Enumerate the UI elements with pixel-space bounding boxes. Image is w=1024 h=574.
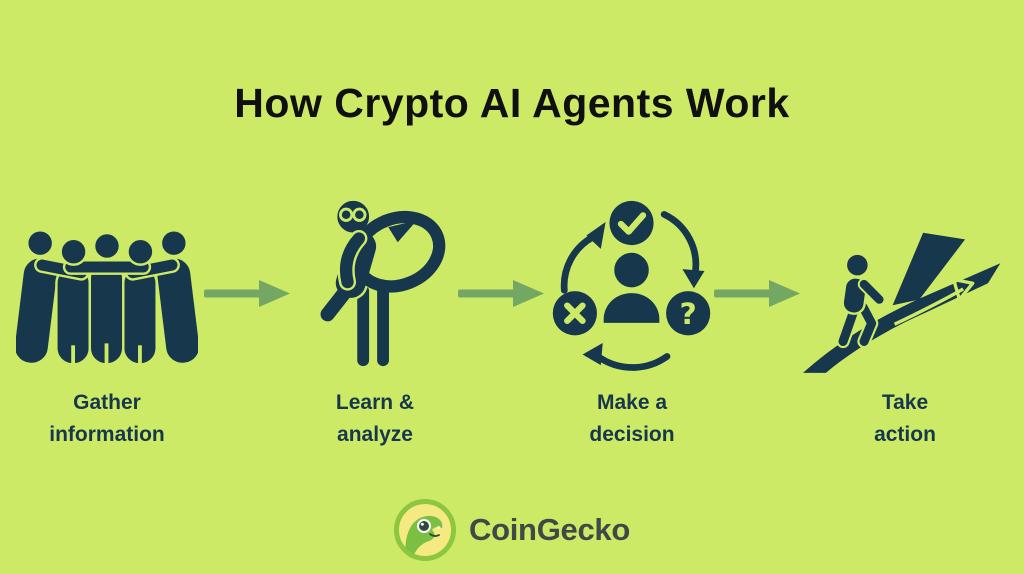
x-circle <box>552 291 597 336</box>
step-label: Make a decision <box>589 391 675 446</box>
question-circle <box>666 291 711 336</box>
decision-cycle-icon: ? <box>552 200 711 371</box>
right-arrow-icon <box>714 280 800 307</box>
magnifying-glass-person-icon <box>320 198 446 369</box>
person-silhouette <box>614 252 649 288</box>
step-label: Take action <box>874 391 936 446</box>
step-label: Learn & analyze <box>335 391 415 446</box>
svg-text:?: ? <box>680 297 697 332</box>
brand-footer: CoinGecko <box>394 499 630 561</box>
rising-path-arrow-icon <box>802 232 1000 373</box>
right-arrow-icon <box>458 280 544 307</box>
coingecko-gecko-logo <box>394 499 457 561</box>
page-title: How Crypto AI Agents Work <box>234 80 790 126</box>
group-people-icon <box>16 229 198 366</box>
brand-name: CoinGecko <box>469 512 630 547</box>
right-arrow-icon <box>204 280 290 307</box>
check-circle <box>609 200 654 246</box>
step-label: Gather information <box>49 391 165 446</box>
